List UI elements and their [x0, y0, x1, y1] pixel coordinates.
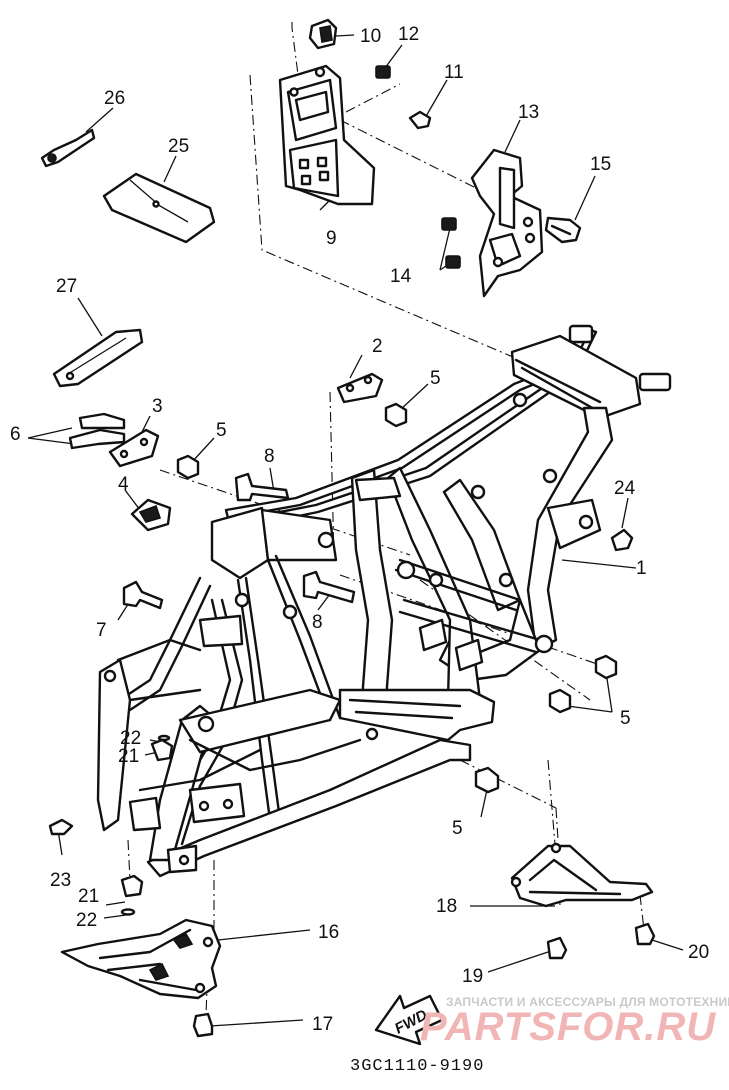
- part-label-5d: 5: [452, 818, 463, 839]
- part-label-17: 17: [312, 1014, 333, 1035]
- rubber-4: [130, 498, 172, 532]
- watermark: ЗАПЧАСТИ И АКСЕССУАРЫ ДЛЯ МОТОТЕХНИКИ PA…: [420, 995, 729, 1049]
- part-label-24: 24: [614, 478, 636, 499]
- bolts-6: [68, 412, 126, 450]
- bolt-8-upper: [234, 472, 290, 502]
- bolts-19-20: [546, 922, 656, 960]
- part-label-5a: 5: [430, 368, 441, 389]
- part-label-1: 1: [636, 558, 647, 579]
- part-label-11: 11: [444, 62, 464, 83]
- toolbag-25: [102, 172, 216, 244]
- grommets-14: [441, 217, 461, 269]
- seat-bracket: [278, 64, 376, 206]
- part-label-26: 26: [104, 88, 125, 109]
- leader-lines: [27, 34, 684, 1027]
- part-label-18: 18: [436, 896, 457, 917]
- part-label-4: 4: [118, 474, 129, 495]
- watermark-brand: PARTSFOR.RU: [420, 1005, 716, 1049]
- part-label-14: 14: [390, 266, 412, 287]
- nuts-5: [176, 402, 618, 794]
- bolt-10: [308, 18, 338, 50]
- bracket-3: [108, 428, 160, 468]
- part-label-8a: 8: [264, 446, 275, 467]
- frame-mount-holes: [103, 392, 558, 866]
- part-label-8b: 8: [312, 612, 323, 633]
- watermark-tagline: ЗАПЧАСТИ И АКСЕССУАРЫ ДЛЯ МОТОТЕХНИКИ: [446, 995, 729, 1009]
- rivet-11: [408, 110, 432, 130]
- main-frame: [96, 324, 672, 878]
- part-label-22b: 22: [76, 910, 97, 931]
- part-label-25: 25: [168, 136, 189, 157]
- part-label-5b: 5: [216, 420, 227, 441]
- part-label-6: 6: [10, 424, 21, 445]
- clip-26: [40, 128, 96, 168]
- part-label-27: 27: [56, 276, 77, 297]
- part-label-10: 10: [360, 26, 381, 47]
- bolt-7: [122, 580, 164, 610]
- footrest-bracket: [510, 842, 654, 908]
- bracket-2: [336, 372, 384, 404]
- part-label-15: 15: [590, 154, 611, 175]
- part-label-20: 20: [688, 942, 709, 963]
- part-label-3: 3: [152, 396, 163, 417]
- part-label-5c: 5: [620, 708, 631, 729]
- part-label-11-12: 12: [398, 24, 419, 45]
- clip-23: [48, 818, 74, 836]
- part-label-9: 9: [326, 228, 337, 249]
- bolt-8-lower: [302, 570, 356, 604]
- nuts-21-22: [120, 734, 174, 916]
- part-label-16: 16: [318, 922, 339, 943]
- part-label-22a: 22: [120, 728, 141, 749]
- bolt-17: [192, 1012, 214, 1038]
- part-label-21a: 21: [118, 746, 139, 767]
- rear-bracket: [470, 148, 544, 298]
- grommet-12: [375, 65, 391, 79]
- part-label-23: 23: [50, 870, 71, 891]
- diagram-code: 3GC1110-9190: [350, 1057, 484, 1076]
- part-labels: 1 2 3 4 5 5 5 5 6 7 8 8 9 10 12 11 13 14…: [10, 24, 709, 1035]
- part-label-2: 2: [372, 336, 383, 357]
- part-label-21b: 21: [78, 886, 99, 907]
- bolt-15: [544, 216, 582, 244]
- part-label-19: 19: [462, 966, 483, 987]
- part-label-7: 7: [96, 620, 107, 641]
- fwd-arrow: FWD: [374, 994, 444, 1046]
- part-label-13: 13: [518, 102, 539, 123]
- skid-plate: [60, 918, 222, 1000]
- grommet-24: [610, 528, 634, 552]
- strap-27: [52, 328, 144, 388]
